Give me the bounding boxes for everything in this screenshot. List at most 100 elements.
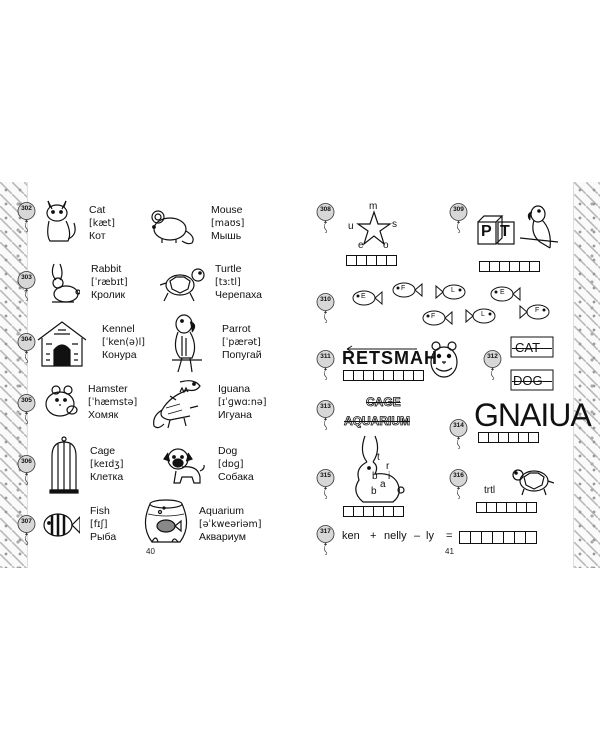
exercise-balloon-317: 317 [316,525,335,555]
mouse-illustration [148,207,198,250]
russian-translation: Игуана [218,409,252,421]
answer-boxes-308[interactable] [346,255,397,266]
english-word: Cat [89,204,106,216]
book-spread [0,182,600,568]
dog-word: DOG [513,373,543,388]
cage-word: CAGE [366,395,401,410]
rabbit-letter: b [372,471,378,482]
hamster-illustration [42,380,82,425]
balloon-number: 315 [320,472,331,479]
scrambled-word: GNAIUA [474,397,592,433]
answer-boxes-309[interactable] [479,261,540,272]
balloon-number: 310 [320,296,331,303]
turtle-illustration [159,265,208,310]
fish-letter: E [361,293,366,300]
star-letter-bottom-left: e [358,240,364,251]
turtle-clue: trtl [484,485,496,496]
answer-boxes-311[interactable] [343,370,424,381]
rabbit-letter: i [388,471,391,482]
english-word: Parrot [222,323,251,335]
rabbit-letter: b [371,486,377,497]
answer-boxes-316[interactable] [476,502,537,513]
russian-translation: Кот [89,230,106,242]
russian-translation: Аквариум [199,531,246,543]
exercise-balloon-316: 316 [449,469,468,499]
vocab-entry-mouse: Mouse [maʊs] Мышь [211,204,244,243]
balloon-number: 306 [21,458,32,465]
answer-boxes-315[interactable] [343,506,404,517]
transcription: [ˈræbɪt] [91,277,128,288]
star-puzzle [356,210,392,251]
doodle-border-right [573,182,600,568]
balloon-number: 313 [320,403,331,410]
exercise-balloon-307: 307 [17,515,36,545]
turtle-small-illustration [510,463,555,502]
russian-translation: Хомяк [88,409,119,421]
vocab-entry-aquarium: Aquarium [əˈkweəriəm] Аквариум [199,505,261,544]
exercise-balloon-315: 315 [316,469,335,499]
page-number-left: 40 [146,547,155,556]
fish-letter: F [431,313,436,320]
english-word: Mouse [211,204,243,216]
exercise-balloon-311: 311 [316,350,335,380]
cat-illustration [40,195,80,248]
star-letter-left: u [348,221,354,232]
balloon-number: 303 [21,274,32,281]
russian-translation: Кролик [91,289,126,301]
cat-word: CAT [515,340,541,355]
answer-boxes-314[interactable] [478,432,539,443]
aquarium-illustration [142,498,190,553]
balloon-number: 317 [320,528,331,535]
parrot-illustration [168,312,208,379]
transcription: [kæt] [89,218,115,229]
balloon-number: 302 [21,205,32,212]
iguana-illustration [150,378,210,435]
exercise-balloon-302: 302 [17,202,36,232]
russian-translation: Собака [218,471,254,483]
dog-word-frame [510,369,554,396]
english-word: Cage [90,445,116,457]
balloon-number: 311 [320,353,331,360]
page-number-right: 41 [445,547,454,556]
balloon-number: 305 [21,397,32,404]
english-word: Kennel [102,323,135,335]
russian-translation: Черепаха [215,289,263,301]
russian-translation: Мышь [211,230,242,242]
fish-letter: E [500,289,505,296]
transcription: [maʊs] [211,218,245,229]
russian-translation: Рыба [90,531,117,543]
exercise-balloon-313: 313 [316,400,335,430]
vocab-entry-parrot: Parrot [ˈpærət] Попугай [222,323,262,362]
english-word: Iguana [218,383,251,395]
vocab-entry-turtle: Turtle [tɜːtl] Черепаха [215,263,262,302]
exercise-balloon-304: 304 [17,333,36,363]
star-letter-right: s [392,219,397,230]
block-letter-t: T [500,223,510,240]
vocab-entry-rabbit: Rabbit [ˈræbɪt] Кролик [91,263,128,302]
russian-translation: Конура [102,349,137,361]
fish-letter: L [451,287,455,294]
equation-part-ly: ly [426,530,434,542]
transcription: [ˈhæmstə] [88,397,138,408]
balloon-number: 316 [453,472,464,479]
fish-letter: F [401,285,406,292]
reversed-word: RETSMAH [342,348,438,368]
balloon-number: 309 [453,206,464,213]
transcription: [ɪˈɡwɑːnə] [218,397,267,408]
kennel-illustration [36,320,88,373]
rabbit-letter: t [377,452,380,463]
answer-boxes-317[interactable] [459,531,537,544]
transcription: [tɜːtl] [215,277,241,288]
vocab-entry-cage: Cage [keɪdʒ] Клетка [90,445,123,484]
letter-blocks [476,214,516,251]
strike-line [512,348,552,349]
transcription: [ˈken(ə)l] [102,337,145,348]
reverse-arrow [343,340,419,358]
strike-line [512,381,552,382]
vocab-entry-cat: Cat [kæt] Кот [89,204,115,243]
cat-word-frame [510,336,554,363]
exercise-balloon-314: 314 [449,419,468,449]
exercise-balloon-312: 312 [483,350,502,380]
parrot-on-branch-illustration [519,204,560,259]
fish-letter: L [481,311,485,318]
